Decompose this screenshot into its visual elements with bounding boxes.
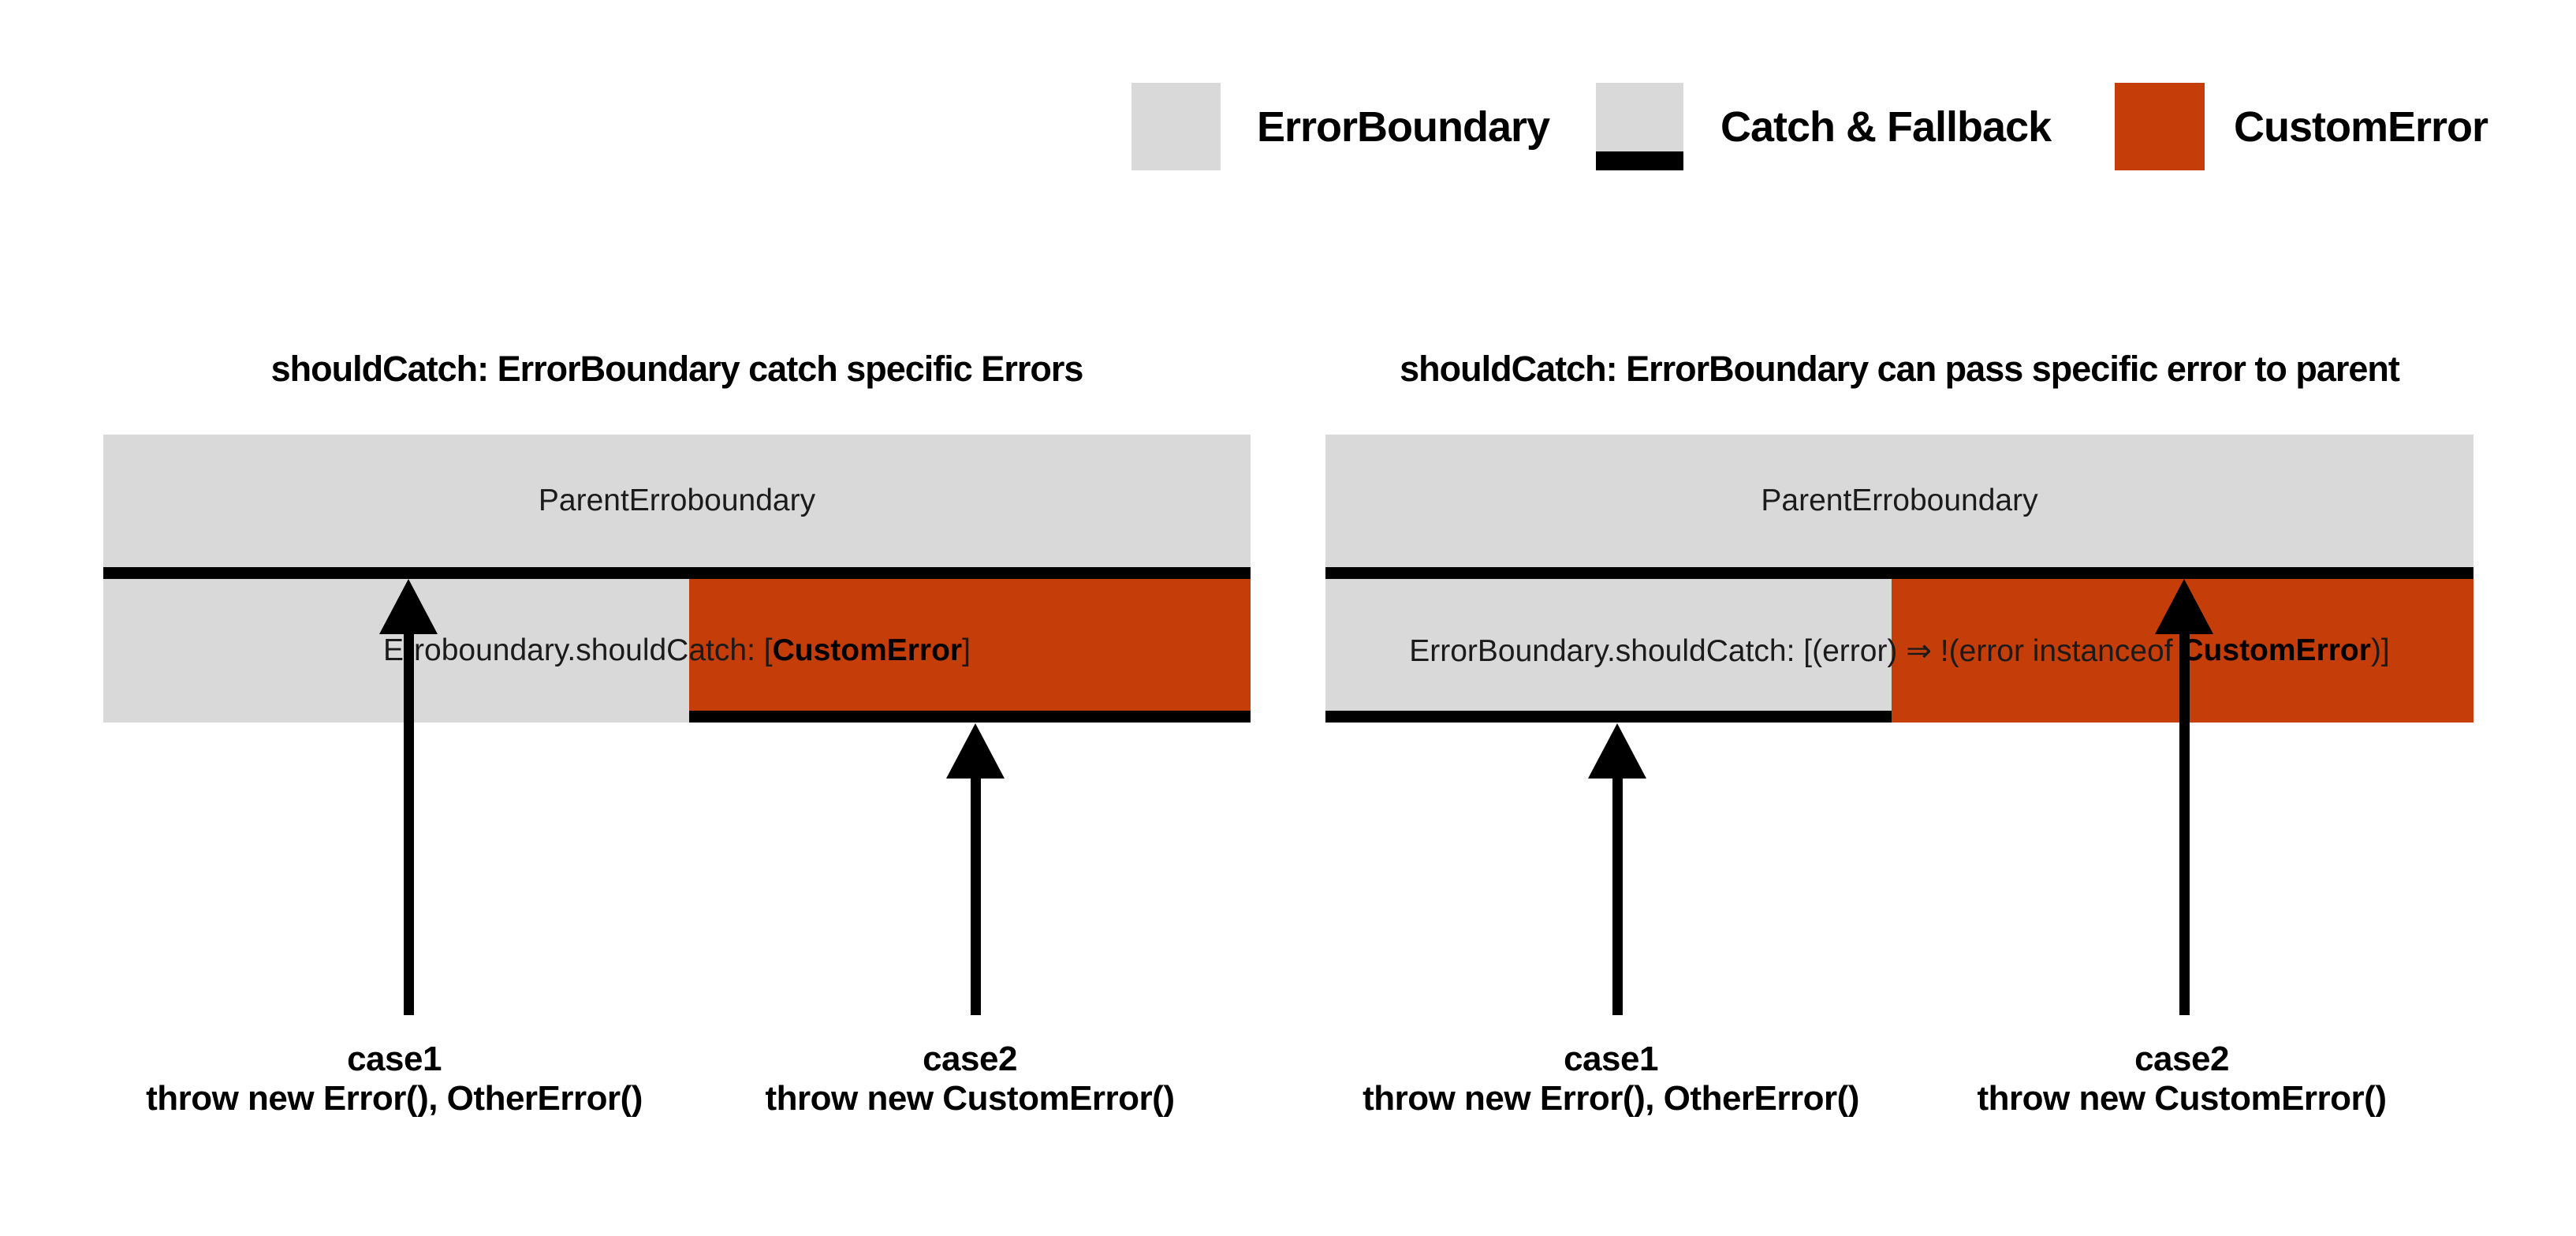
arrow-up-icon — [379, 579, 438, 634]
parent-errorboundary-label: ParentErroboundary — [1761, 484, 2038, 517]
child-bar-text-bold: CustomError — [2181, 633, 2371, 667]
case-name: case1 — [347, 1040, 442, 1078]
parent-errorboundary-bar: ParentErroboundary — [1325, 435, 2473, 579]
child-bar-customerror-segment — [689, 579, 1251, 723]
child-bar-text-suffix: ] — [962, 633, 971, 667]
case-code: throw new CustomError() — [765, 1079, 1175, 1118]
child-bar-text-suffix: )] — [2370, 633, 2390, 667]
child-bar-text-prefix: ErrorBoundary.shouldCatch: [(error) ⇒ !(… — [1409, 633, 2182, 668]
case-name: case2 — [923, 1040, 1017, 1078]
arrow-up-icon — [1588, 723, 1646, 779]
diagram-title: shouldCatch: ErrorBoundary can pass spec… — [1400, 349, 2400, 389]
parent-errorboundary-label: ParentErroboundary — [538, 484, 816, 517]
arrow-up-icon — [2155, 579, 2213, 634]
legend-label-catch-fallback: Catch & Fallback — [1720, 103, 2052, 151]
diagram-title: shouldCatch: ErrorBoundary catch specifi… — [270, 349, 1084, 389]
legend-label-errorboundary: ErrorBoundary — [1257, 103, 1550, 151]
arrow-shaft — [1612, 774, 1623, 1015]
child-bar-text-bold: CustomError — [772, 633, 963, 667]
child-bar-catch-segment — [1325, 579, 1892, 723]
arrow-shaft — [971, 774, 981, 1015]
child-bar-text: Erroboundary.shouldCatch: [CustomError] — [103, 579, 1251, 723]
legend-swatch-catch-fallback-icon — [1596, 83, 1683, 170]
child-bar-text-prefix: Erroboundary.shouldCatch: [ — [383, 633, 773, 667]
child-errorboundary-bar: Erroboundary.shouldCatch: [CustomError] — [103, 579, 1251, 723]
legend-label-customerror: CustomError — [2234, 103, 2488, 151]
case1-label: case1 throw new Error(), OtherError() — [39, 1040, 749, 1118]
parent-errorboundary-bar: ParentErroboundary — [103, 435, 1251, 579]
legend-swatch-customerror-icon — [2115, 83, 2205, 170]
case-code: throw new Error(), OtherError() — [146, 1079, 643, 1118]
catch-indicator — [689, 711, 1251, 723]
child-bar-text: ErrorBoundary.shouldCatch: [(error) ⇒ !(… — [1325, 579, 2473, 723]
arrow-shaft — [404, 629, 414, 1015]
arrow-shaft — [2179, 629, 2190, 1015]
child-errorboundary-bar: ErrorBoundary.shouldCatch: [(error) ⇒ !(… — [1325, 579, 2473, 723]
catch-indicator — [1325, 711, 1892, 723]
legend-swatch-errorboundary-icon — [1131, 83, 1221, 170]
arrow-up-icon — [946, 723, 1005, 779]
case1-label: case1 throw new Error(), OtherError() — [1256, 1040, 1966, 1118]
case-name: case2 — [2134, 1040, 2229, 1078]
diagram-pass-error-to-parent: shouldCatch: ErrorBoundary can pass spec… — [1325, 0, 2473, 1236]
case-code: throw new CustomError() — [1977, 1079, 2387, 1118]
diagram-catch-specific-errors: shouldCatch: ErrorBoundary catch specifi… — [103, 0, 1251, 1236]
case2-label: case2 throw new CustomError() — [1827, 1040, 2537, 1118]
case-code: throw new Error(), OtherError() — [1363, 1079, 1859, 1118]
case-name: case1 — [1564, 1040, 1658, 1078]
case2-label: case2 throw new CustomError() — [615, 1040, 1325, 1118]
